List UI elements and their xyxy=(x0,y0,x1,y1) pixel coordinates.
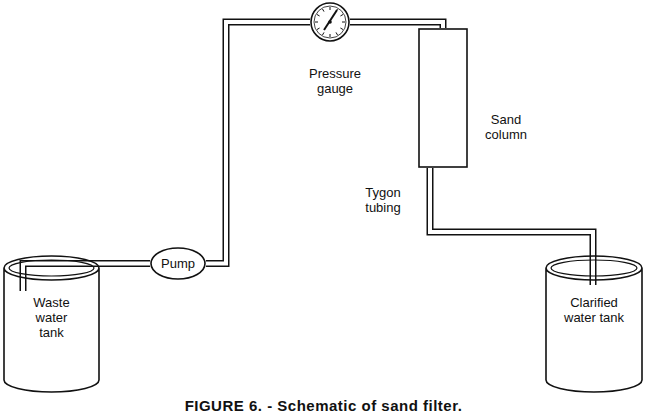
label-holder: Waste water tank xyxy=(3,295,100,340)
part-label: Sand column xyxy=(482,112,530,142)
part-label: Pump xyxy=(151,256,205,271)
tube-wall xyxy=(206,22,310,264)
tube-wall xyxy=(430,168,593,285)
label-holder: Sand column xyxy=(482,112,530,142)
pressure-gauge: Pressure gauge xyxy=(300,2,370,98)
waste-water-tank: Waste water tank xyxy=(3,255,100,393)
tube-wall xyxy=(23,264,150,292)
tube-bore xyxy=(430,168,593,285)
tygon-tube xyxy=(430,168,593,285)
tube-bore xyxy=(206,22,310,264)
clarified-water-tank: Clarified water tank xyxy=(545,255,643,393)
tygon-tube xyxy=(23,264,150,292)
part-label: Waste water tank xyxy=(26,295,78,340)
tygon-tube xyxy=(206,22,310,264)
part-label: Pressure gauge xyxy=(304,66,366,96)
label-holder: Pump xyxy=(150,256,206,271)
tygon-tube xyxy=(350,22,443,28)
circle-outline xyxy=(310,2,350,42)
tube-wall xyxy=(350,22,443,28)
label-holder: Clarified water tank xyxy=(545,295,643,325)
rect-outline xyxy=(418,28,468,168)
label-holder: Pressure gauge xyxy=(300,66,370,96)
part-label: Clarified water tank xyxy=(563,295,625,325)
pump: Pump xyxy=(150,247,206,280)
tube-bore xyxy=(23,264,150,292)
tubing-label: Tygon tubing xyxy=(358,185,408,215)
sand-column: Sand column xyxy=(418,28,530,169)
tube-bore xyxy=(350,22,443,28)
figure-caption: FIGURE 6. - Schematic of sand filter. xyxy=(0,397,647,415)
